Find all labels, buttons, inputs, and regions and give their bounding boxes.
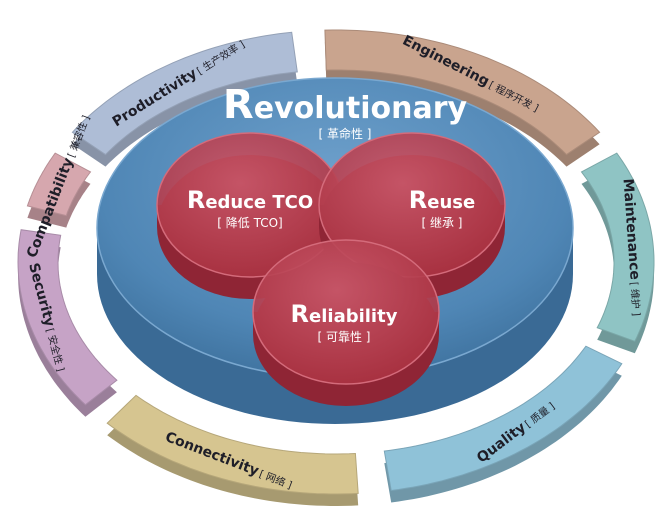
segment-quality: Quality[ 质量 ] xyxy=(383,345,623,503)
center-texts: Revolutionary[ 革命性 ] Reduce TCO [ 降低 TCO] R… xyxy=(187,82,475,344)
circle-title-1: Reduce TCO xyxy=(187,186,313,214)
center-title: Revolutionary xyxy=(223,82,468,128)
circle-subtitle-3: [ 可靠性 ] xyxy=(318,330,371,344)
segment-face xyxy=(324,29,601,156)
segment-security: Security[ 安全性 ] xyxy=(17,229,118,417)
segment-connectivity: Connectivity[ 网络 ] xyxy=(106,394,359,506)
venn-circle-1 xyxy=(156,132,344,299)
segment-productivity: Productivity[ 生产效率 ] xyxy=(71,31,298,167)
circle-top xyxy=(252,239,440,385)
circle-title-initial: R xyxy=(187,186,205,214)
center-subtitle: [ 革命性 ] xyxy=(319,126,372,141)
circle-subtitle-2: [ 继承 ] xyxy=(422,216,463,230)
circle-title-rest: euse xyxy=(427,192,475,213)
circle-title-initial: R xyxy=(291,300,309,328)
segment-face xyxy=(26,152,92,217)
segment-label-maintenance: Maintenance[ 维护 ] xyxy=(620,178,646,317)
center-title-initial: R xyxy=(223,82,254,128)
segment-face xyxy=(71,31,298,156)
circle-subtitle-1: [ 降低 TCO] xyxy=(217,216,282,230)
circle-title-rest: eliability xyxy=(309,306,398,327)
circle-title-2: Reuse xyxy=(409,186,475,214)
segment-face xyxy=(580,152,655,342)
segment-sub: [ 维护 ] xyxy=(628,281,643,316)
center-title-rest: evolutionary xyxy=(254,91,468,126)
venn-circle-3 xyxy=(252,239,440,406)
segment-maintenance: Maintenance[ 维护 ] xyxy=(580,152,655,354)
circle-title-rest: educe TCO xyxy=(205,192,313,213)
circle-title-3: Reliability xyxy=(291,300,398,328)
segment-face xyxy=(383,345,623,492)
segment-name: Maintenance xyxy=(620,178,643,280)
venn-circles xyxy=(156,132,506,406)
segment-face xyxy=(106,394,359,495)
circle-title-initial: R xyxy=(409,186,427,214)
segment-face xyxy=(17,229,118,406)
